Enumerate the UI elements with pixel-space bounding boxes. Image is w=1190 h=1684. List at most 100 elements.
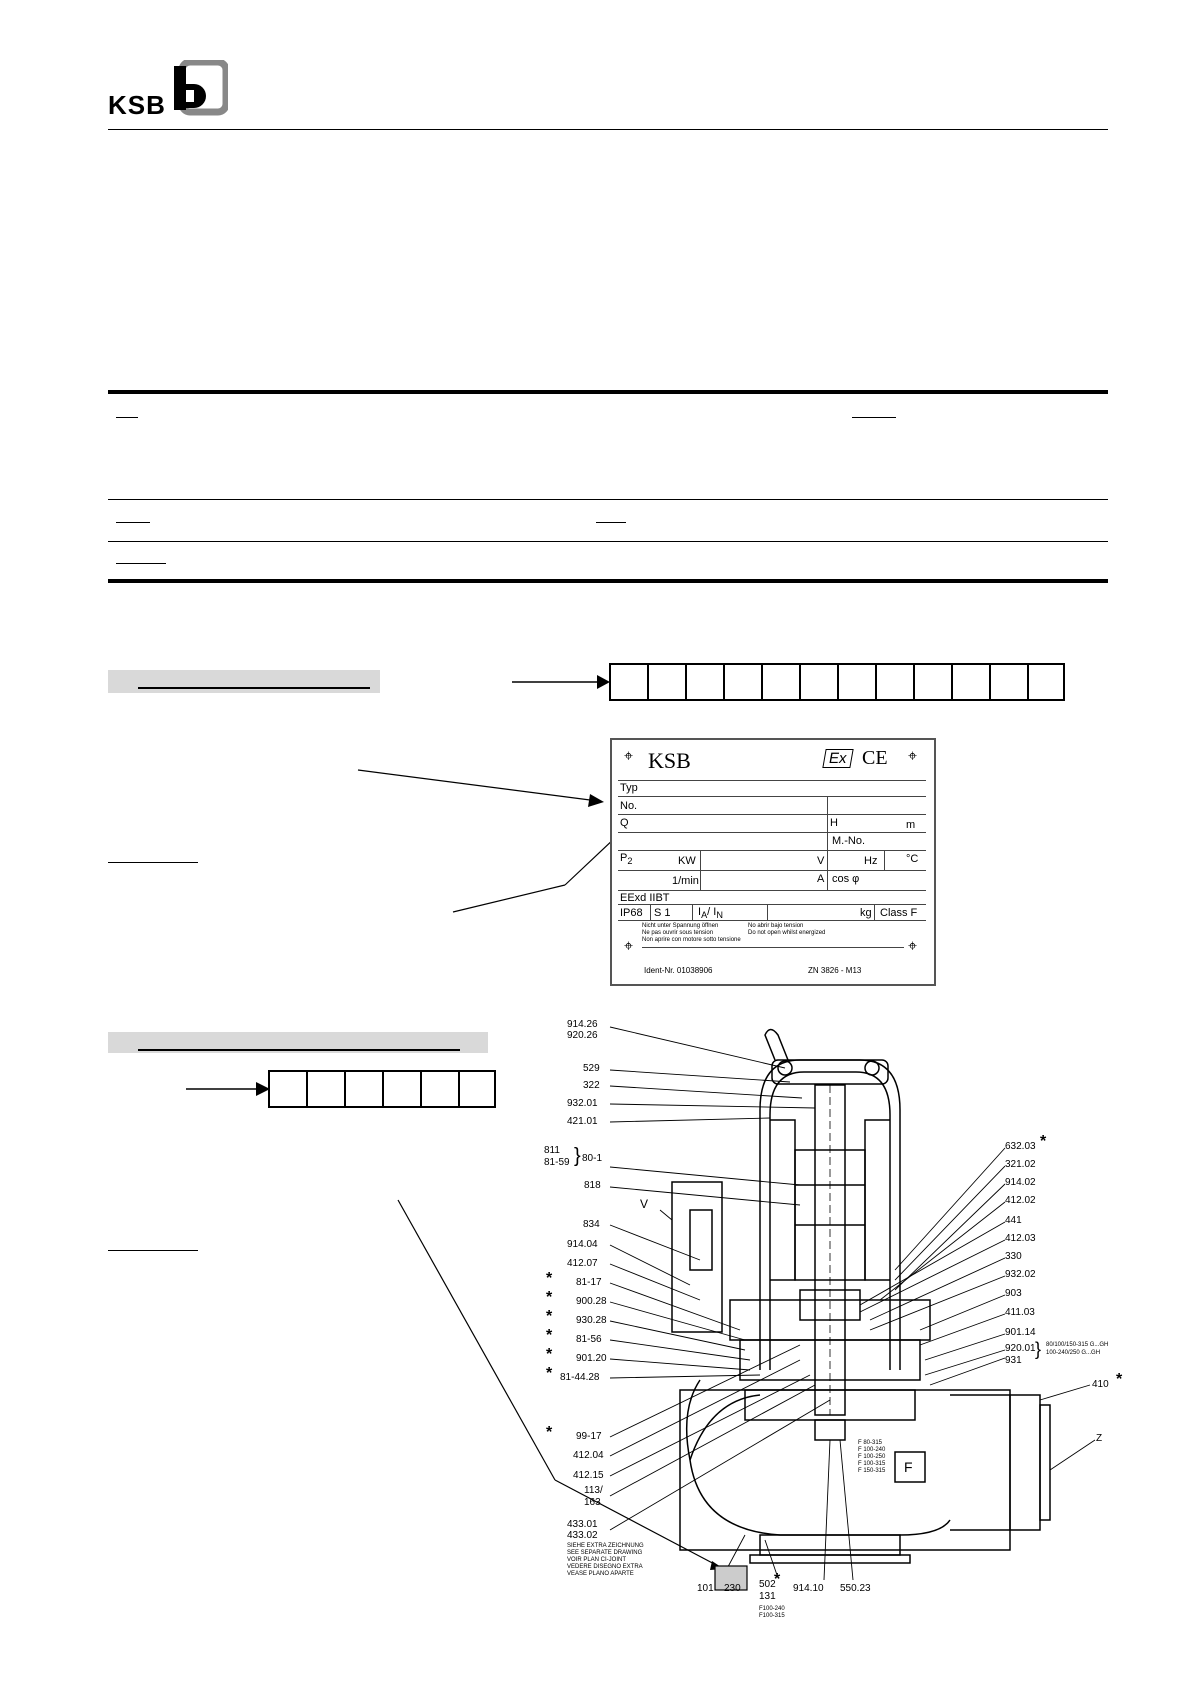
header-rule [108, 129, 1108, 130]
field-underline [108, 862, 198, 863]
brace-icon: } [1035, 1339, 1042, 1359]
label-p2: P2 [620, 852, 633, 867]
section-heading-bar [108, 1032, 488, 1053]
part-label: 903 [1005, 1288, 1022, 1299]
label-m: m [906, 819, 916, 831]
size-note: F 100-315 [858, 1461, 886, 1467]
form-top-rule [108, 390, 1108, 394]
part-label: 412.04 [573, 1450, 604, 1461]
label-no: No. [620, 800, 638, 812]
part-label: 502 [759, 1579, 776, 1590]
form-mid-rule [108, 499, 1108, 500]
form-field-underline [116, 522, 150, 523]
crosshair-icon: ⌖ [624, 748, 634, 765]
part-label: 932.01 [567, 1098, 598, 1109]
part-label: 900.28 [576, 1296, 607, 1307]
part-label: 834 [583, 1219, 600, 1230]
part-label: 433.01 [567, 1519, 598, 1530]
part-label: 421.01 [567, 1116, 598, 1127]
label-eexd: EExd IIBT [620, 892, 670, 904]
label-hz: Hz [864, 855, 878, 867]
part-label: 322 [583, 1080, 600, 1091]
part-label: 930.28 [576, 1315, 607, 1326]
star-marker: * [1040, 1133, 1047, 1150]
part-label: 101 [697, 1583, 714, 1594]
see-drawing-note: SIEHE EXTRA ZEICHNUNG [567, 1543, 644, 1549]
part-label: 81-17 [576, 1277, 602, 1288]
size-note: F 100-240 [858, 1447, 886, 1453]
part-label: Z [1096, 1433, 1103, 1444]
part-label: 99-17 [576, 1431, 602, 1442]
field-underline [108, 1250, 198, 1251]
ce-mark: CE [862, 747, 888, 769]
star-marker: * [546, 1327, 553, 1344]
warning-text: Ne pas ouvrir sous tension [642, 930, 714, 936]
part-label: 932.02 [1005, 1269, 1036, 1280]
part-label: 901.20 [576, 1353, 607, 1364]
label-s1: S 1 [654, 907, 671, 919]
size-note: F100-240 [759, 1606, 785, 1612]
part-label: 550.23 [840, 1583, 871, 1594]
part-label: 81-56 [576, 1334, 602, 1345]
part-label: 931 [1005, 1355, 1022, 1366]
label-a: A [817, 873, 825, 885]
part-label: 321.02 [1005, 1159, 1036, 1170]
part-label: 920.01 [1005, 1343, 1036, 1354]
warning-text: Do not open whilst energized [748, 930, 826, 936]
size-note: 100-240/250 G...GH [1046, 1350, 1101, 1356]
plate-brand: KSB [648, 748, 691, 773]
f-marker: F [904, 1459, 913, 1475]
crosshair-icon: ⌖ [908, 748, 918, 765]
part-label: 80-1 [582, 1153, 603, 1164]
part-label: 818 [584, 1180, 601, 1191]
part-label: 330 [1005, 1251, 1022, 1262]
label-degc: °C [906, 853, 919, 865]
brace-icon: } [574, 1145, 581, 1167]
label-kw: KW [678, 855, 696, 867]
label-ia-in: IA/ IN [698, 906, 723, 921]
part-label: 230 [724, 1583, 741, 1594]
crosshair-icon: ⌖ [624, 938, 634, 955]
part-label: 163 [584, 1497, 601, 1508]
part-label: 113/ [584, 1485, 603, 1496]
label-ip68: IP68 [620, 907, 643, 919]
arrow-icon [512, 675, 610, 689]
size-note: F100-315 [759, 1613, 785, 1619]
part-label: V [640, 1197, 649, 1211]
arrow-icon [186, 1082, 270, 1096]
size-note: F 80-315 [858, 1440, 883, 1446]
label-typ: Typ [620, 782, 638, 794]
motor-number-boxes [268, 1070, 496, 1108]
star-marker: * [546, 1289, 553, 1306]
serial-number-boxes [609, 663, 1065, 701]
label-q: Q [620, 817, 629, 829]
part-label: 914.04 [567, 1239, 598, 1250]
form-field-underline [116, 417, 138, 418]
form-field-underline [116, 563, 166, 564]
star-marker: * [546, 1424, 553, 1441]
part-label: 411.03 [1005, 1307, 1035, 1318]
zn-number: ZN 3826 - M13 [808, 966, 862, 975]
size-note: F 150-315 [858, 1468, 886, 1474]
part-label: 632.03 [1005, 1141, 1036, 1152]
part-label: 131 [759, 1591, 776, 1602]
part-label: 412.03 [1005, 1233, 1036, 1244]
part-label: 412.07 [567, 1258, 598, 1269]
warning-text: Nicht unter Spannung öffnen [642, 923, 719, 929]
label-cos: cos φ [832, 873, 860, 885]
part-label: 914.02 [1005, 1177, 1036, 1188]
size-note: F 100-250 [858, 1454, 886, 1460]
ident-number: Ident-Nr. 01038906 [644, 966, 713, 975]
star-marker: * [546, 1365, 553, 1382]
label-kg: kg [860, 907, 872, 919]
label-rpm: 1/min [672, 875, 699, 887]
section-heading-bar [108, 670, 380, 693]
crosshair-icon: ⌖ [908, 938, 918, 955]
form-bottom-rule [108, 579, 1108, 583]
star-marker: * [774, 1571, 781, 1588]
label-mno: M.-No. [832, 835, 865, 847]
part-label: 529 [583, 1063, 600, 1074]
part-label: 412.02 [1005, 1195, 1036, 1206]
part-label: 410 [1092, 1379, 1109, 1390]
